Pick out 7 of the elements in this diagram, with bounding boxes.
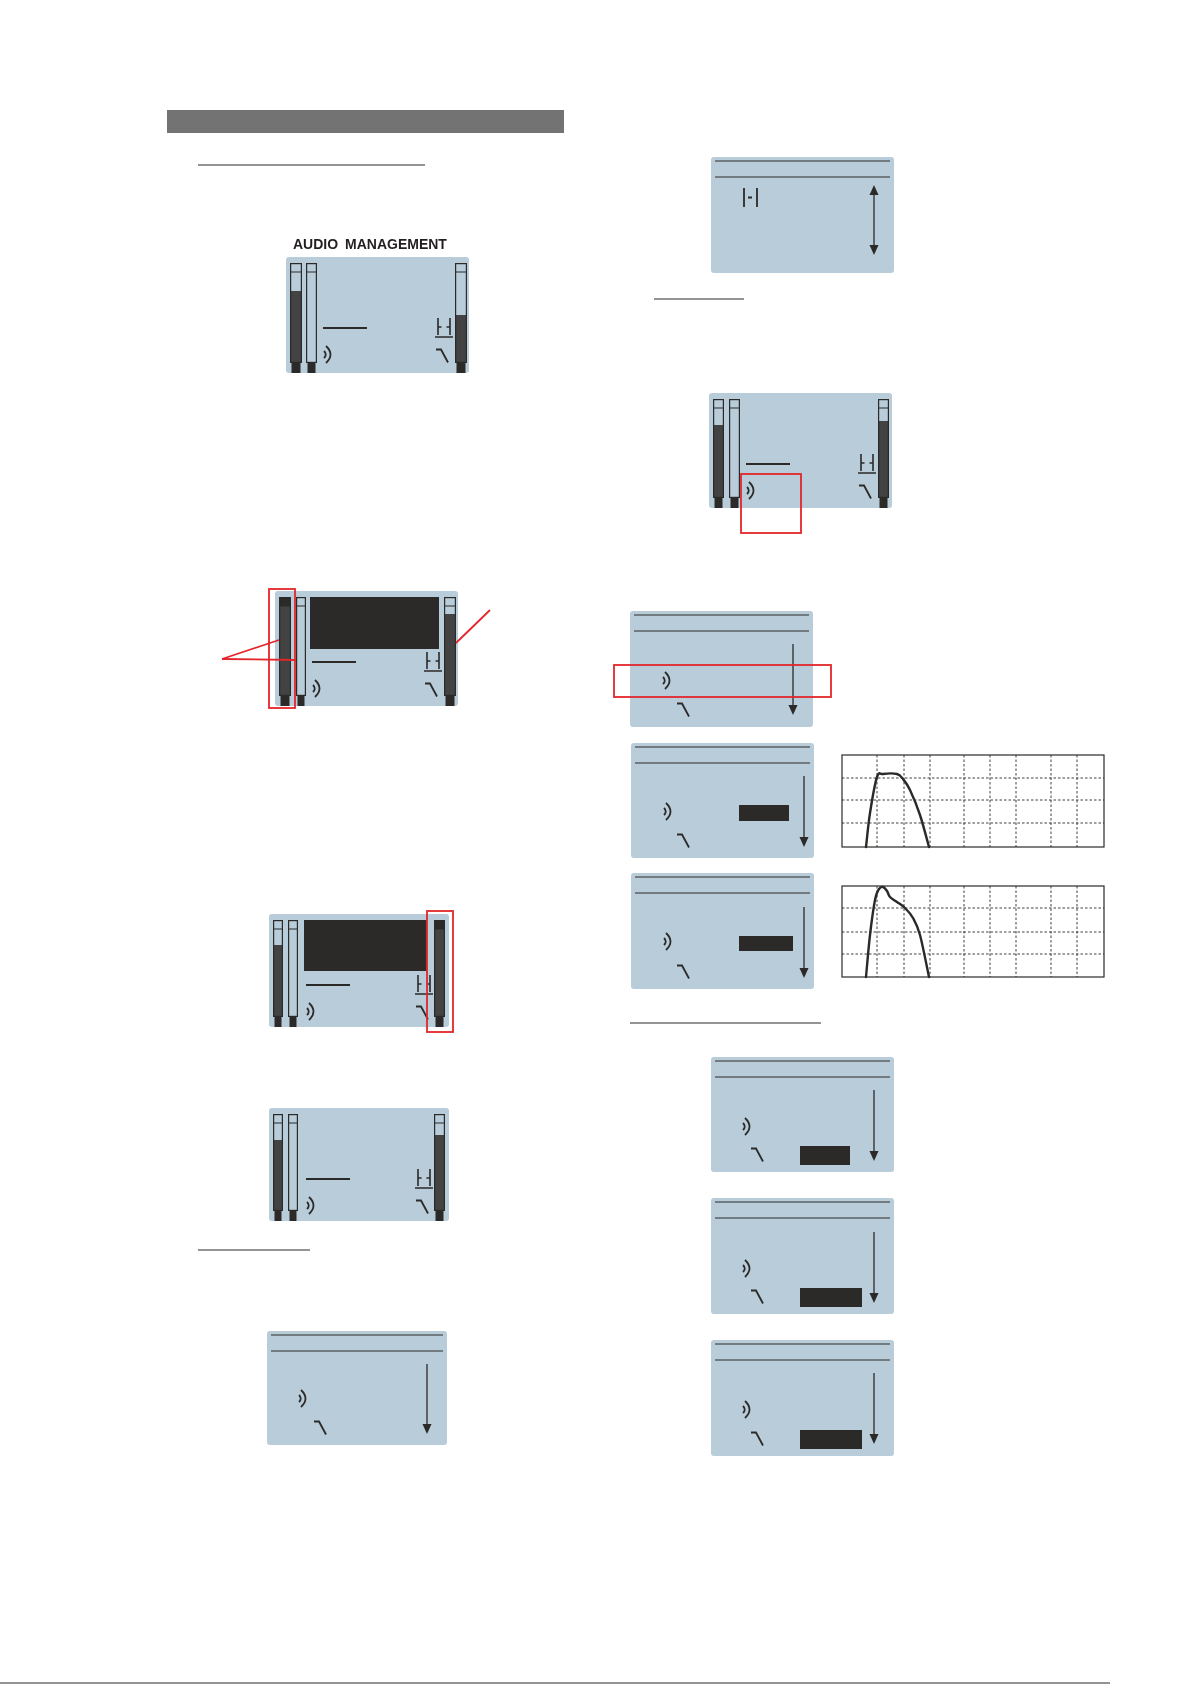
leader-line [221, 639, 280, 660]
level-meter [278, 597, 292, 706]
level-meter [295, 597, 307, 706]
leader-line [221, 658, 297, 661]
leader-line [455, 609, 491, 644]
screen-heading: AUDIO MANAGEMENT [293, 236, 447, 252]
level-meter [443, 597, 457, 706]
